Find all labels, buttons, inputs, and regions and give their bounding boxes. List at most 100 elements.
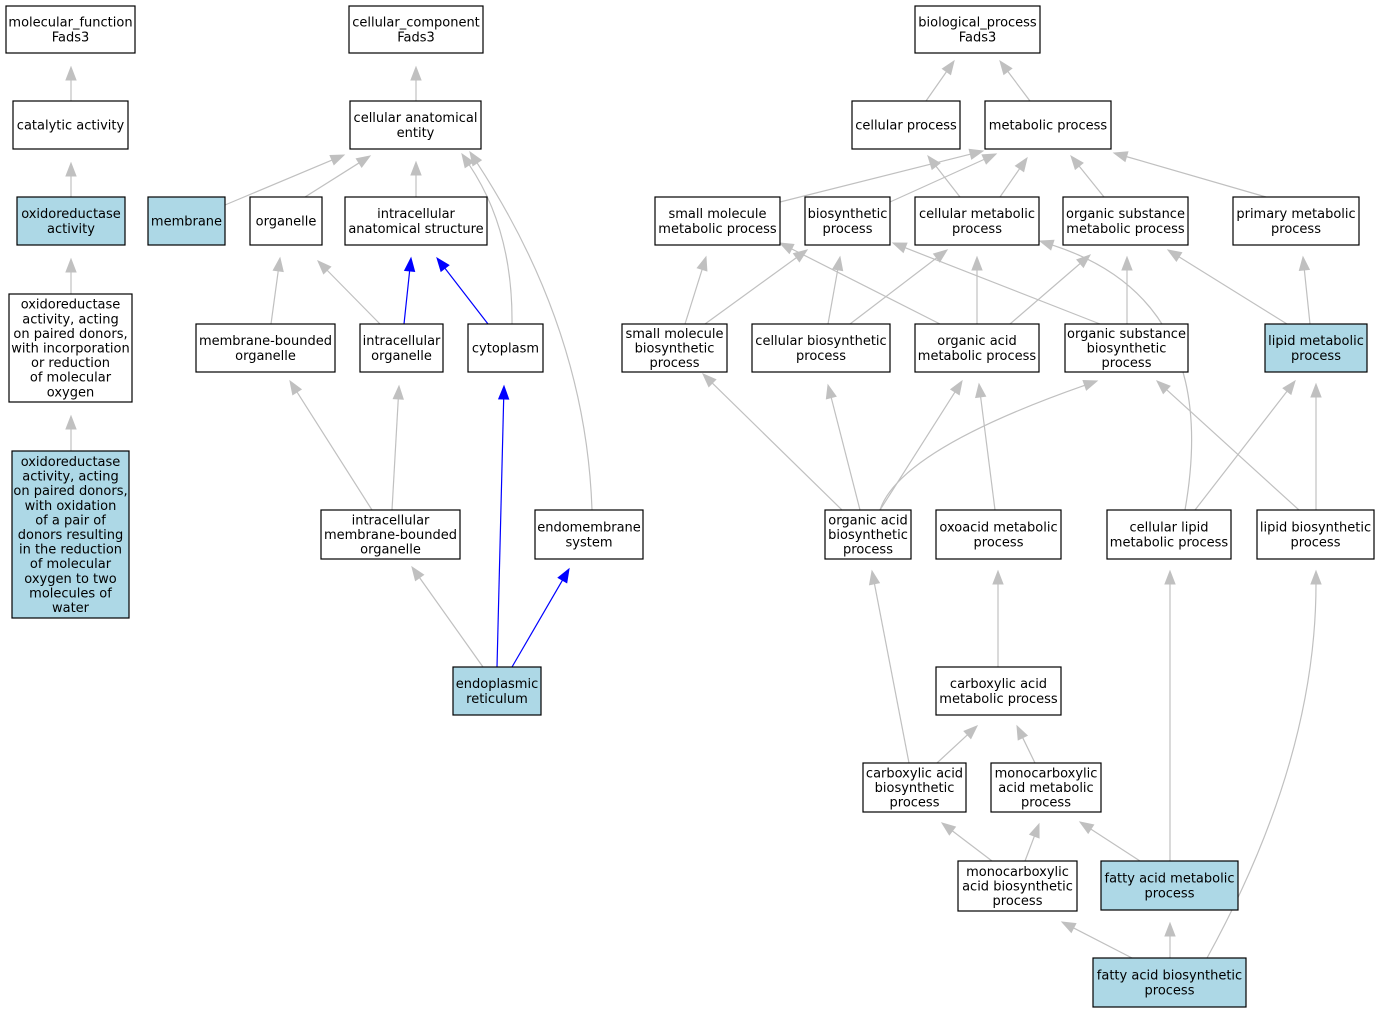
node-label-line: entity [397, 126, 435, 141]
node-metab[interactable]: metabolic process [984, 100, 1112, 150]
edge-biosyn-to-metab [889, 153, 998, 203]
node-label-line: process [1145, 983, 1195, 998]
edge-line [1166, 389, 1300, 511]
edge-oabp-to-smbp [702, 373, 843, 511]
node-label-line: lipid metabolic [1268, 334, 1364, 349]
node-box [957, 860, 1078, 912]
edge-cbp-to-cmp [849, 249, 949, 325]
node-label-line: oxoacid metabolic [939, 521, 1057, 536]
node-label-line: with oxidation [25, 499, 117, 514]
edge-lbp-to-lmp [1310, 382, 1322, 510]
node-organelle[interactable]: organelle [249, 196, 323, 246]
edge-line [476, 162, 593, 511]
node-label-line: cellular_component [352, 16, 480, 31]
edge-imbo-to-io [391, 384, 404, 511]
edge-line [791, 248, 941, 325]
node-label-line: membrane [151, 215, 222, 230]
node-box [16, 196, 126, 246]
node-label-line: organelle [371, 349, 432, 364]
node-box [654, 196, 781, 246]
edge-line [419, 577, 484, 668]
node-label-line: activity [47, 222, 95, 237]
edge-line [511, 579, 563, 668]
node-label-line: metabolic process [658, 222, 777, 237]
arrowhead [968, 148, 985, 160]
node-cytoplasm[interactable]: cytoplasm [467, 323, 544, 373]
edge-line [873, 583, 910, 764]
edge-oabp-to-osbp [879, 380, 1099, 511]
arrowhead [1028, 822, 1040, 839]
node-box [862, 762, 967, 813]
arrowhead [392, 384, 404, 400]
arrowhead [981, 153, 998, 165]
arrowhead [411, 565, 425, 582]
node-label-line: cellular anatomical [354, 111, 478, 126]
edge-mcamp-to-camp [1016, 724, 1036, 764]
arrowhead [975, 382, 987, 399]
arrowhead [355, 155, 372, 169]
node-label-line: of molecular [30, 371, 112, 386]
node-label-line: process [1291, 535, 1341, 550]
edge-line [496, 398, 505, 668]
edge-line [889, 158, 985, 203]
node-box [8, 293, 133, 403]
node-label-line: anatomical structure [348, 222, 483, 237]
arrowhead [65, 161, 77, 177]
edge-er-to-imbo [411, 565, 484, 668]
node-label-line: with incorporation [11, 342, 129, 357]
edge-lbp-to-osbp [1155, 380, 1300, 511]
arrowhead [410, 65, 422, 81]
node-cellproc[interactable]: cellular process [851, 100, 961, 150]
node-label-line: intracellular [352, 513, 430, 528]
arrowhead [792, 249, 809, 263]
node-catalytic[interactable]: catalytic activity [12, 100, 129, 150]
edge-metab-to-bp_root [999, 59, 1031, 102]
node-label-line: acid metabolic [998, 781, 1093, 796]
node-label-line: organic substance [1067, 327, 1186, 342]
node-label-line: or reduction [31, 356, 110, 371]
edges-layer [65, 59, 1322, 959]
arrowhead [1164, 569, 1176, 585]
node-label-line: process [1021, 796, 1071, 811]
node-label-line: process [1271, 222, 1321, 237]
edge-cytoplasm-to-cae [461, 152, 513, 325]
node-box [534, 509, 644, 560]
node-label-line: monocarboxylic [995, 766, 1098, 781]
node-label-line: monocarboxylic [966, 865, 1069, 880]
arrowhead [1166, 249, 1183, 262]
node-membrane[interactable]: membrane [147, 196, 226, 246]
